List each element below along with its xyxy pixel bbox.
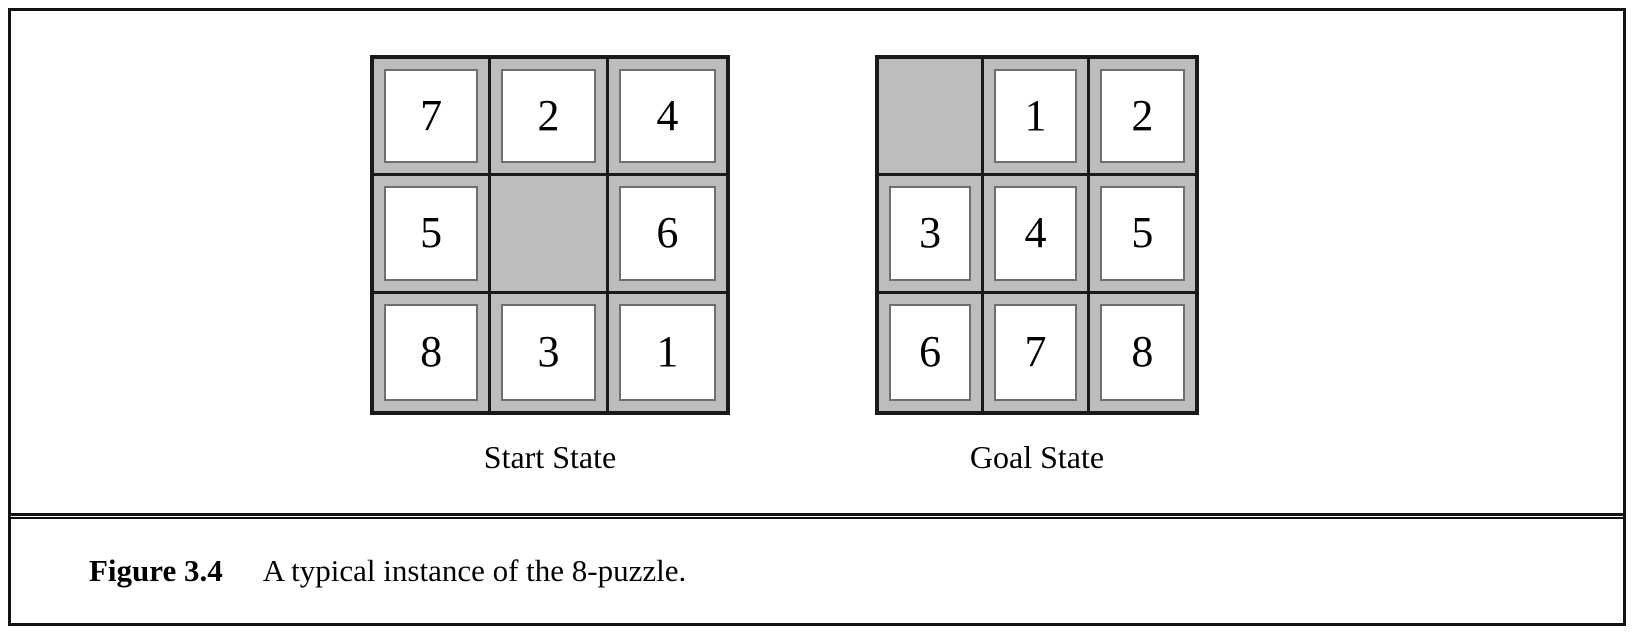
puzzle-cell-start-r2c2[interactable]: 1 [608,293,726,411]
puzzle-tile: 1 [994,69,1077,164]
puzzle-cell-goal-r0c0-blank[interactable] [879,59,985,177]
board-label-goal: Goal State [969,439,1105,475]
puzzle-cell-goal-r0c2[interactable]: 2 [1089,59,1195,177]
puzzle-tile: 6 [618,186,716,281]
diagram-area: 7 2 4 5 6 8 3 1 [11,11,1623,511]
caption-separator-rule [11,513,1623,519]
puzzle-tile: 5 [1099,186,1185,281]
puzzle-cell-start-r2c1[interactable]: 3 [491,293,609,411]
puzzle-cell-goal-r1c0[interactable]: 3 [879,176,985,294]
puzzle-tile: 4 [994,186,1077,281]
puzzle-cell-start-r0c1[interactable]: 2 [491,59,609,177]
puzzle-tile: 7 [384,69,479,164]
puzzle-cell-start-r1c1-blank[interactable] [491,176,609,294]
puzzle-tile: 1 [618,303,716,401]
puzzle-tile: 8 [384,303,479,401]
figure-caption-bar: Figure 3.4 A typical instance of the 8-p… [11,519,1623,623]
puzzle-cell-start-r1c0[interactable]: 5 [374,176,492,294]
puzzle-cell-goal-r2c1[interactable]: 7 [984,293,1090,411]
puzzle-tile: 6 [889,303,972,401]
puzzle-cell-start-r0c0[interactable]: 7 [374,59,492,177]
puzzle-tile: 2 [501,69,596,164]
board-label-start: Start State [483,439,617,475]
puzzle-tile: 8 [1099,303,1185,401]
puzzle-blank-slot [889,69,971,163]
puzzle-board-start: 7 2 4 5 6 8 3 1 [370,55,730,415]
puzzle-cell-goal-r1c1[interactable]: 4 [984,176,1090,294]
figure-caption-text: A typical instance of the 8-puzzle. [262,553,687,588]
puzzle-board-goal: 1 2 3 4 5 6 7 8 [875,55,1199,415]
puzzle-cell-goal-r0c1[interactable]: 1 [984,59,1090,177]
puzzle-cell-start-r1c2[interactable]: 6 [608,176,726,294]
puzzle-tile: 7 [994,303,1077,401]
puzzle-tile: 3 [501,303,596,401]
puzzle-tile: 3 [889,186,972,281]
puzzle-cell-goal-r2c0[interactable]: 6 [879,293,985,411]
puzzle-blank-slot [501,186,595,280]
puzzle-tile: 5 [384,186,479,281]
puzzle-cell-start-r0c2[interactable]: 4 [608,59,726,177]
puzzle-cell-goal-r2c2[interactable]: 8 [1089,293,1195,411]
figure-frame: 7 2 4 5 6 8 3 1 [8,8,1626,626]
puzzle-tile: 2 [1099,69,1185,164]
puzzle-cell-start-r2c0[interactable]: 8 [374,293,492,411]
figure-number-label: Figure 3.4 [89,553,223,588]
puzzle-tile: 4 [618,69,716,164]
puzzle-cell-goal-r1c2[interactable]: 5 [1089,176,1195,294]
